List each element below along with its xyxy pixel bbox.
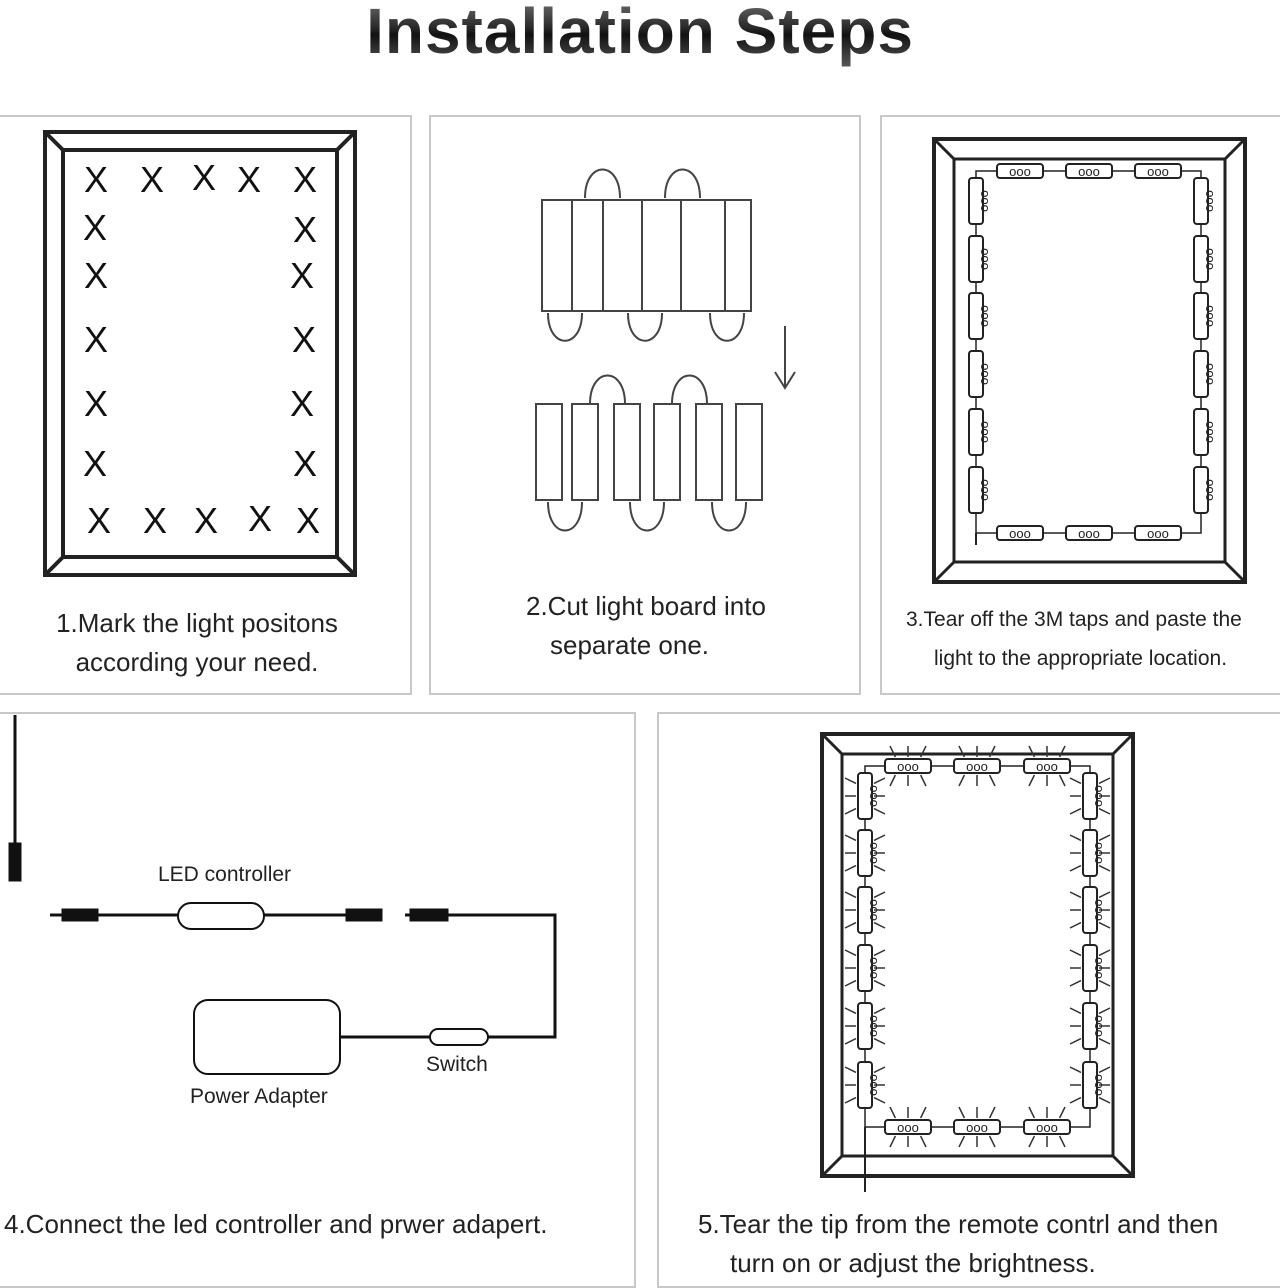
power-adapter-label: Power Adapter <box>190 1085 328 1108</box>
step-5-caption: 5.Tear the tip from the remote contrl an… <box>698 1205 1218 1283</box>
step-3-panel <box>880 115 1280 695</box>
step-3-line1: 3.Tear off the 3M taps and paste the <box>906 608 1242 631</box>
step-2-caption: 2.Cut light board into separate one. <box>526 587 766 665</box>
step-1-line2: according your need. <box>75 647 319 677</box>
step-1-line1: 1.Mark the light positons <box>56 608 338 638</box>
step-1-panel <box>0 115 412 695</box>
step-4-line1: 4.Connect the led controller and prwer a… <box>4 1209 548 1239</box>
led-controller-label: LED controller <box>158 863 292 886</box>
step-2-panel <box>429 115 861 695</box>
step-3-caption: 3.Tear off the 3M taps and paste the lig… <box>906 600 1242 678</box>
step-5-line1: 5.Tear the tip from the remote contrl an… <box>698 1209 1219 1239</box>
step-4-panel <box>0 712 636 1288</box>
switch-label: Switch <box>426 1053 488 1076</box>
page-title: Installation Steps <box>0 0 1280 68</box>
step-5-line2: turn on or adjust the brightness. <box>730 1248 1096 1278</box>
step-1-caption: 1.Mark the light positons according your… <box>38 604 356 682</box>
step-5-panel <box>657 712 1280 1288</box>
step-2-line1: 2.Cut light board into <box>526 591 766 621</box>
step-2-line2: separate one. <box>550 630 710 660</box>
step-3-line2: light to the appropriate location. <box>934 647 1228 670</box>
step-4-caption: 4.Connect the led controller and prwer a… <box>4 1205 547 1244</box>
